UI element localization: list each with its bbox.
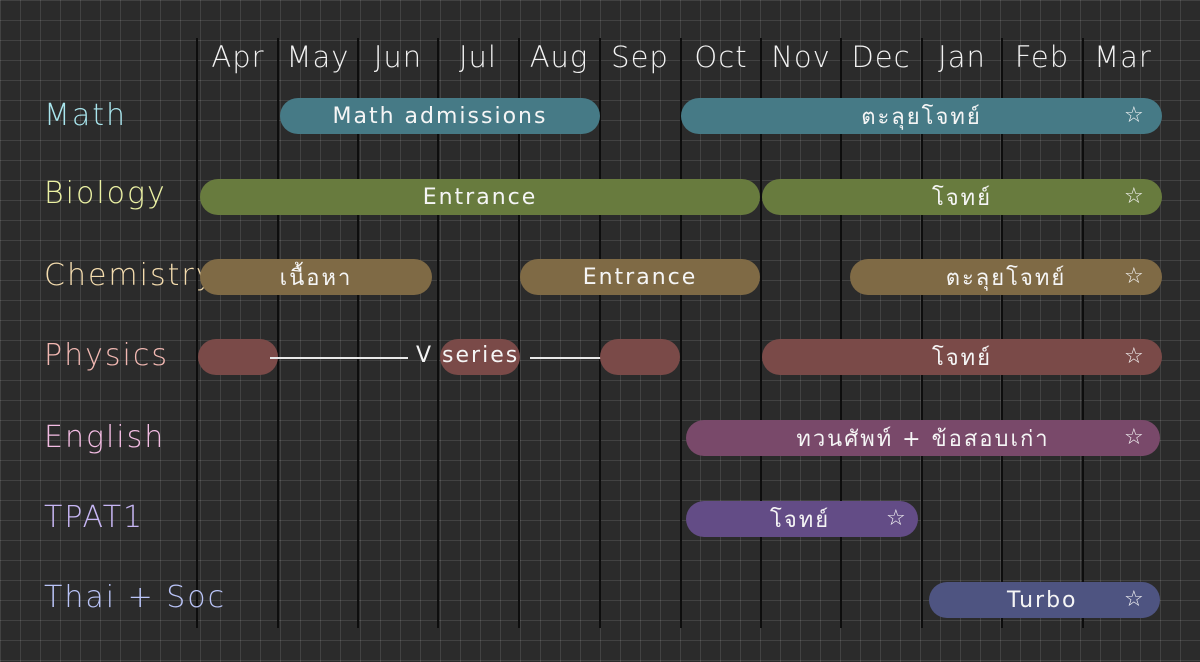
bar-label: Turbo — [1007, 587, 1078, 613]
month-header-aug: Aug — [529, 40, 589, 74]
thaisoc-bar-turbo: Turbo — [929, 582, 1160, 618]
physics-connector — [530, 357, 606, 359]
physics-bar-apr — [198, 339, 278, 375]
month-divider — [518, 38, 520, 628]
month-header-may: May — [286, 40, 350, 74]
star-icon: ☆ — [886, 506, 906, 531]
tpat1-bar-practice: โจทย์ — [686, 501, 918, 537]
month-header-jun: Jun — [373, 40, 423, 74]
subject-label-english: English — [44, 420, 166, 455]
month-header-mar: Mar — [1094, 40, 1152, 74]
chemistry-bar-entrance: Entrance — [520, 259, 760, 295]
bar-label: โจทย์ — [931, 185, 993, 211]
physics-bar-practice: โจทย์ — [762, 339, 1162, 375]
month-divider — [840, 38, 842, 628]
bar-label: ทวนศัพท์ + ข้อสอบเก่า — [796, 426, 1050, 452]
month-header-dec: Dec — [851, 40, 911, 74]
month-divider — [1001, 38, 1003, 628]
chemistry-bar-practice: ตะลุยโจทย์ — [850, 259, 1162, 295]
month-header-jan: Jan — [938, 40, 986, 74]
subject-label-math: Math — [44, 98, 128, 133]
physics-bar-sep — [600, 339, 680, 375]
bar-label: Math admissions — [332, 103, 548, 129]
month-divider — [599, 38, 601, 628]
subject-label-tpat1: TPAT1 — [44, 500, 145, 535]
bar-label: ตะลุยโจทย์ — [945, 265, 1067, 291]
bar-label: เนื้อหา — [279, 265, 353, 291]
month-header-jul: Jul — [459, 40, 497, 74]
subject-label-thaisoc: Thai + Soc — [44, 580, 227, 615]
month-divider — [196, 38, 198, 628]
month-divider — [760, 38, 762, 628]
month-header-oct: Oct — [694, 40, 748, 74]
bar-label: ตะลุยโจทย์ — [861, 104, 982, 130]
physics-connector — [270, 357, 408, 359]
bar-label: Entrance — [582, 264, 698, 290]
month-divider — [437, 38, 439, 628]
bar-label: Entrance — [422, 184, 538, 210]
star-icon: ☆ — [1124, 264, 1144, 289]
biology-bar-practice: โจทย์ — [762, 179, 1162, 215]
subject-label-physics: Physics — [44, 338, 169, 373]
month-header-apr: Apr — [211, 40, 265, 74]
bar-label: โจทย์ — [770, 507, 831, 533]
physics-series-label: V series — [416, 343, 520, 368]
math-bar-practice: ตะลุยโจทย์ — [681, 98, 1162, 134]
bar-label: โจทย์ — [931, 345, 993, 371]
month-divider — [1082, 38, 1084, 628]
month-divider — [680, 38, 682, 628]
month-header-sep: Sep — [611, 40, 669, 74]
month-divider — [277, 38, 279, 628]
month-divider — [357, 38, 359, 628]
subject-label-biology: Biology — [44, 176, 167, 211]
subject-label-chemistry: Chemistry — [44, 258, 216, 293]
star-icon: ☆ — [1124, 103, 1144, 128]
star-icon: ☆ — [1124, 184, 1144, 209]
math-bar-admissions: Math admissions — [280, 98, 600, 134]
english-bar-review: ทวนศัพท์ + ข้อสอบเก่า — [686, 420, 1160, 456]
biology-bar-entrance: Entrance — [200, 179, 760, 215]
star-icon: ☆ — [1124, 587, 1144, 612]
month-header-feb: Feb — [1014, 40, 1070, 74]
star-icon: ☆ — [1124, 425, 1144, 450]
month-header-nov: Nov — [771, 40, 831, 74]
month-divider — [921, 38, 923, 628]
physics-bar-jul — [440, 339, 520, 375]
chemistry-bar-content: เนื้อหา — [200, 259, 432, 295]
star-icon: ☆ — [1124, 344, 1144, 369]
